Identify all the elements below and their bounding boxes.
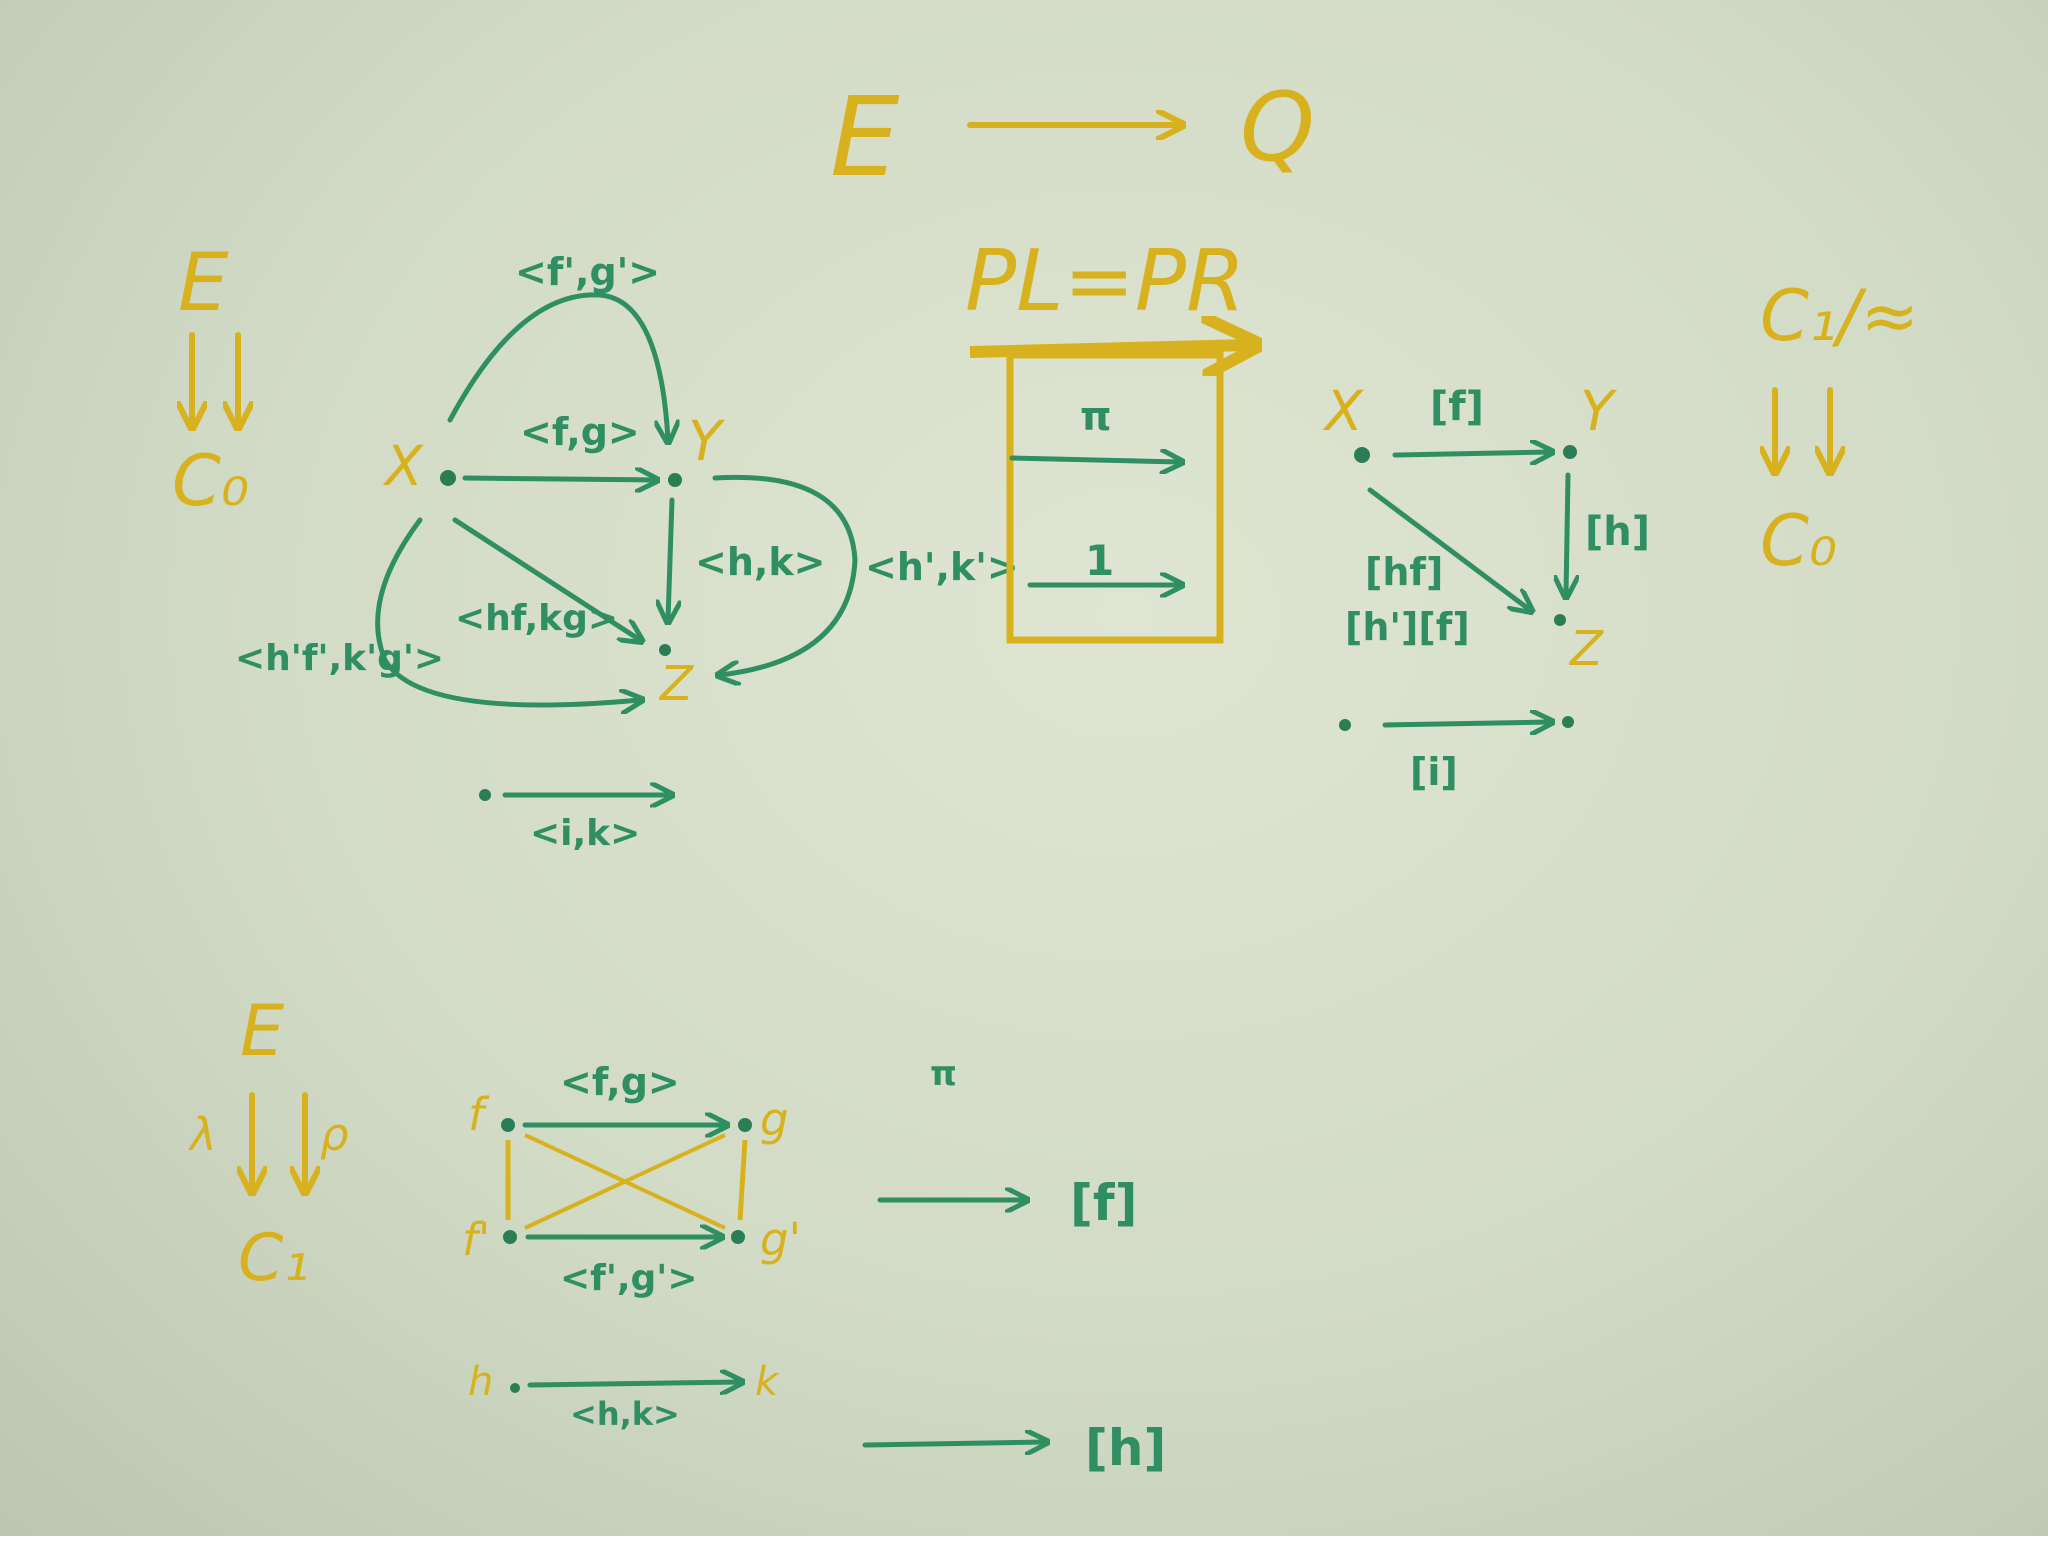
bottom-h-label: h	[468, 1359, 493, 1405]
bottom-fib-lambda: λ	[188, 1108, 217, 1161]
bottom-f-label: f	[468, 1088, 490, 1141]
right-x-label: X	[1322, 379, 1364, 443]
arrow-right-i	[1382, 722, 1550, 725]
right-z-label: Z	[1568, 621, 1604, 677]
label-fg: <f,g>	[520, 410, 640, 454]
top-e-label: E	[830, 73, 900, 201]
left-z-label: Z	[658, 656, 694, 712]
bottom-f-prime-node	[503, 1230, 517, 1244]
bottom-g-prime-node	[731, 1230, 745, 1244]
left-fib-bottom: C₀	[172, 440, 249, 522]
right-iso-target-node	[1562, 716, 1574, 728]
box-arrow-pi	[1009, 458, 1180, 462]
bottom-arrow-to-h	[862, 1442, 1045, 1445]
arrow-fg-prime	[447, 292, 668, 440]
iso-source-node	[479, 789, 491, 801]
bottom-g-node	[738, 1118, 752, 1132]
arrow-fg	[462, 478, 655, 480]
bottom-cell-right	[737, 1139, 748, 1221]
arrow-hk-prime	[712, 474, 858, 675]
label-hk: <h,k>	[695, 540, 825, 584]
right-x-node	[1354, 447, 1370, 463]
bottom-result-f: [f]	[1070, 1174, 1137, 1232]
arrow-right-hf	[1367, 487, 1530, 610]
label-hf-kg: <hf,kg>	[455, 598, 618, 639]
label-right-hf: [hf]	[1365, 550, 1443, 594]
right-iso-source-node	[1339, 719, 1351, 731]
arrow-hf-kg	[452, 517, 640, 640]
bottom-result-h: [h]	[1085, 1419, 1166, 1477]
bottom-pi-label: π	[930, 1054, 957, 1094]
arrow-right-f	[1392, 452, 1550, 455]
label-right-f: [f]	[1430, 384, 1484, 430]
bottom-f-node	[501, 1118, 515, 1132]
label-right-hf-prime: [h'][f]	[1345, 605, 1470, 649]
pl-pr-label: PL=PR	[965, 232, 1245, 331]
label-fg-prime: <f',g'>	[515, 250, 660, 294]
right-fib-bottom: C₀	[1760, 500, 1837, 582]
bottom-hk-label: <h,k>	[570, 1395, 680, 1433]
left-y-node	[668, 473, 682, 487]
label-comp-prime: <h'f',k'g'>	[235, 638, 444, 679]
left-z-node	[659, 644, 671, 656]
pl-pr-functor-arrow	[969, 345, 1250, 352]
bottom-fib-top: E	[240, 990, 285, 1072]
bottom-fib-bottom: C₁	[238, 1221, 309, 1296]
left-fib-top: E	[178, 236, 229, 329]
left-x-node	[440, 470, 456, 486]
pl-pr-box	[1006, 351, 1224, 644]
top-q-label: Q	[1240, 73, 1315, 183]
bottom-g-label: g	[760, 1093, 789, 1146]
arrow-right-h	[1566, 472, 1568, 595]
right-z-node	[1554, 614, 1566, 626]
left-x-label: X	[382, 434, 424, 498]
arrow-comp-prime	[375, 517, 640, 705]
bottom-fib-rho: ρ	[320, 1108, 349, 1161]
arrow-hk	[668, 497, 672, 620]
bottom-arrow-hk	[527, 1382, 740, 1385]
label-right-h: [h]	[1585, 509, 1650, 555]
right-y-node	[1563, 445, 1577, 459]
bottom-fg-prime-label: <f',g'>	[560, 1258, 697, 1299]
bottom-cell-diag-2	[524, 1133, 726, 1230]
bottom-f-prime-label: f'	[462, 1213, 490, 1266]
box-arrow-one-label: 1	[1085, 536, 1114, 585]
box-arrow-pi-label: π	[1080, 394, 1112, 440]
label-iso: <i,k>	[530, 813, 640, 854]
bottom-h-node	[510, 1383, 520, 1393]
bottom-g-prime-label: g'	[760, 1213, 801, 1266]
right-fib-top: C₁/≈	[1760, 275, 1919, 357]
bottom-k-label: k	[755, 1359, 780, 1405]
label-right-i: [i]	[1410, 750, 1458, 794]
bottom-fg-label: <f,g>	[560, 1060, 680, 1104]
left-y-label: Y	[688, 409, 726, 473]
right-y-label: Y	[1580, 379, 1618, 443]
label-hk-prime: <h',k'>	[865, 545, 1019, 589]
